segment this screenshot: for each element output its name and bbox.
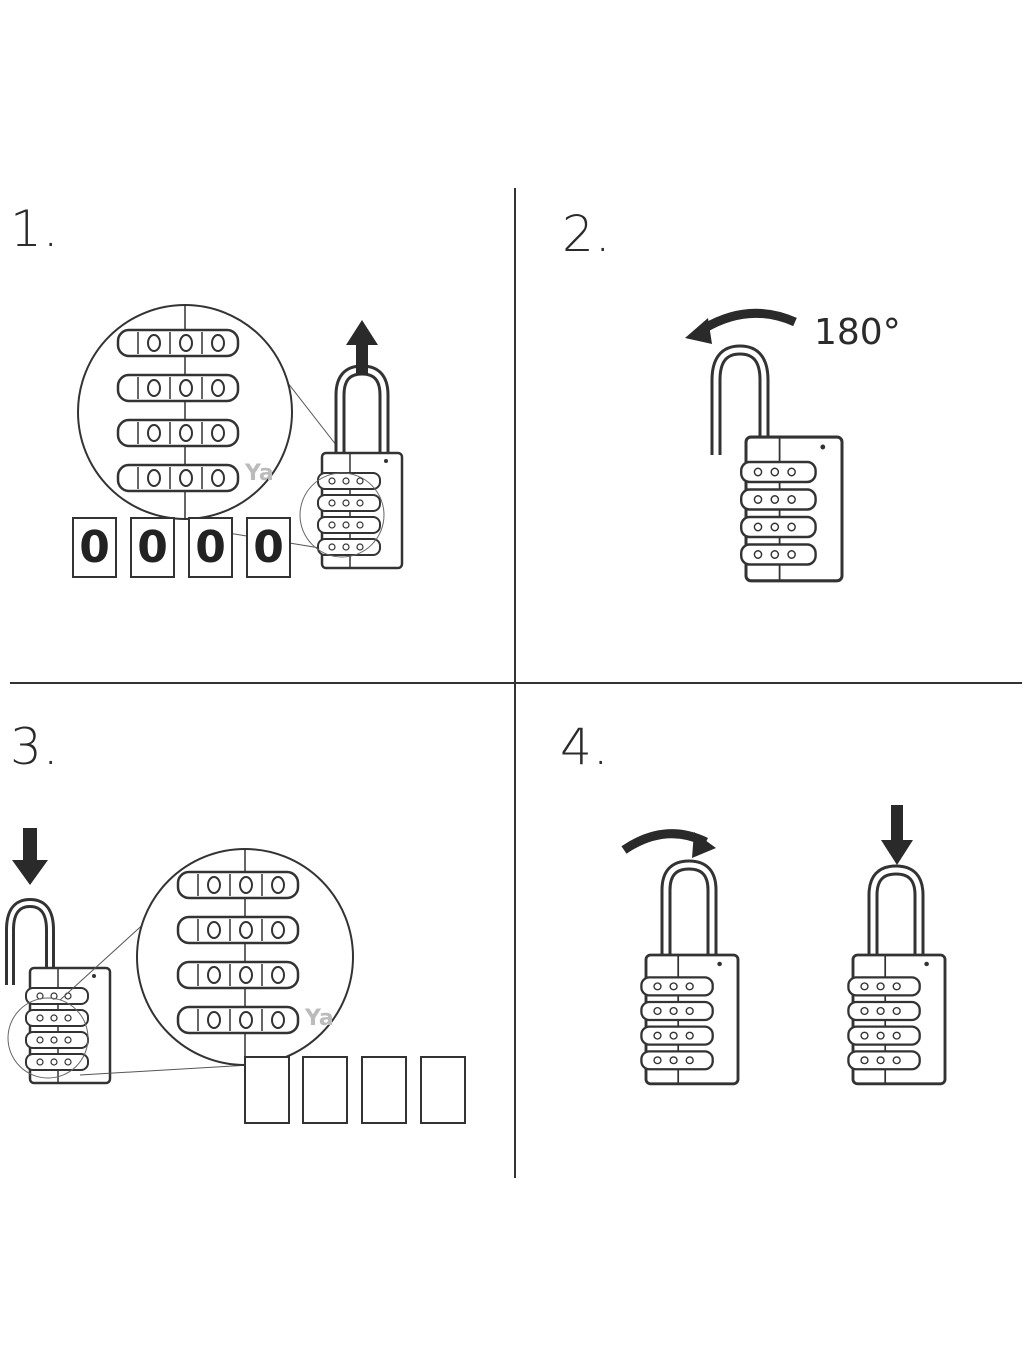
- step-1-arrow-up-icon: [346, 320, 378, 375]
- svg-text:Ya: Ya: [304, 1006, 334, 1031]
- step-3-padlock-icon: [5, 897, 112, 1085]
- empty-code-box: [361, 1056, 407, 1124]
- code-digit-box: 0: [246, 517, 291, 578]
- step-3-closeup-icon: Ya: [59, 848, 354, 1076]
- step-2-padlock-icon: [710, 344, 844, 583]
- step-4-padlock-icon-right: [846, 864, 947, 1086]
- step-3-number: 3.: [10, 718, 60, 776]
- code-digit-box: 0: [188, 517, 233, 578]
- svg-text:Ya: Ya: [244, 461, 274, 486]
- step-4-number: 4.: [560, 718, 610, 776]
- rotation-label: 180°: [814, 312, 901, 353]
- empty-code-box: [302, 1056, 348, 1124]
- empty-code-box: [244, 1056, 290, 1124]
- empty-code-box: [420, 1056, 466, 1124]
- step-4-padlock-icon-left: [639, 859, 740, 1086]
- step-4-rotate-arrow-icon: [621, 829, 716, 858]
- step-1-closeup-icon: Ya: [77, 304, 341, 549]
- step-1-padlock-icon: [299, 364, 404, 570]
- code-digit-box: 0: [72, 517, 117, 578]
- step-2-rotate-arrow-icon: [685, 308, 797, 344]
- step-1-number: 1.: [10, 200, 60, 258]
- step-4-arrow-down-icon: [881, 805, 913, 865]
- code-digit-box: 0: [130, 517, 175, 578]
- step-2-number: 2.: [562, 205, 612, 263]
- step-3-arrow-down-icon: [12, 828, 48, 885]
